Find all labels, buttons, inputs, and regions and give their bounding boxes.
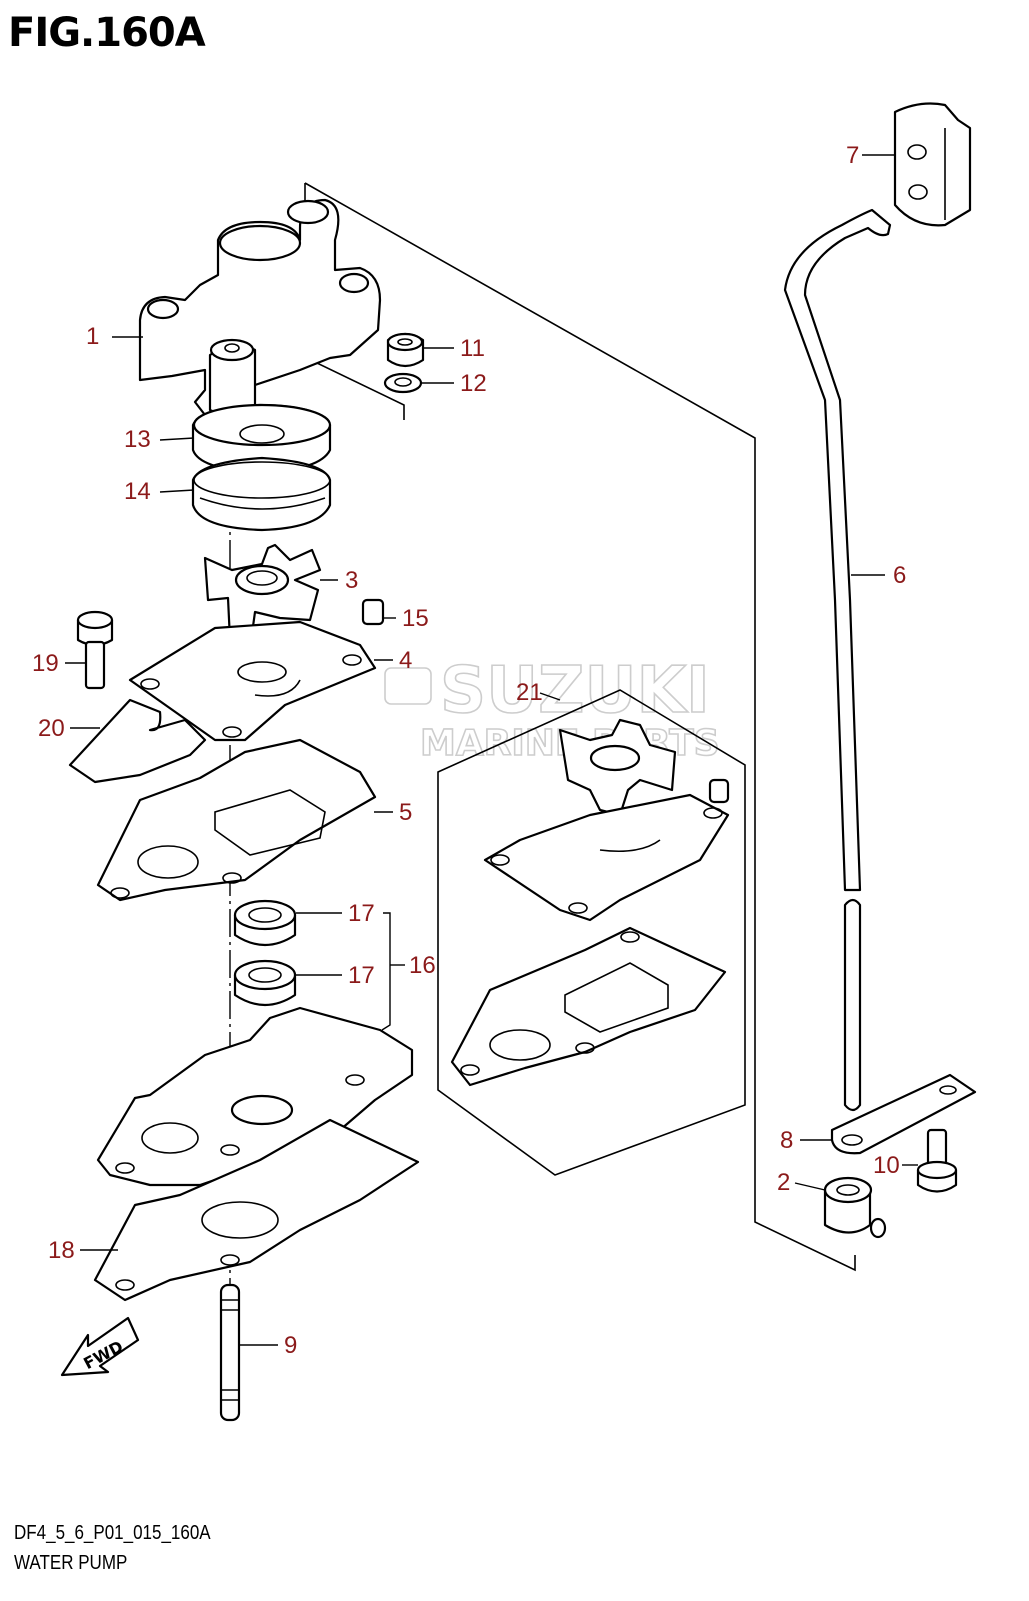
callout-10: 10 — [873, 1152, 900, 1179]
watermark-logo-icon — [384, 667, 432, 705]
callout-12: 12 — [460, 370, 487, 397]
callout-20: 20 — [38, 715, 65, 742]
callout-17-lower: 17 — [348, 962, 375, 989]
callout-21: 21 — [516, 679, 543, 706]
leader-lines — [65, 154, 918, 1346]
callout-1: 1 — [86, 323, 99, 350]
callout-14: 14 — [124, 478, 151, 505]
grommet — [893, 102, 972, 227]
callout-5: 5 — [399, 799, 412, 826]
tube-clamp-plate — [830, 1073, 977, 1155]
diagram-code: DF4_5_6_P01_015_160A — [14, 1522, 211, 1544]
callout-6: 6 — [893, 562, 906, 589]
clamp-bolt — [916, 1128, 958, 1193]
callout-3: 3 — [345, 567, 358, 594]
impeller-key — [361, 598, 385, 626]
callout-18: 18 — [48, 1237, 75, 1264]
diagram-name: WATER PUMP — [14, 1552, 128, 1574]
washer — [383, 372, 423, 394]
callout-11: 11 — [460, 335, 485, 362]
callout-8: 8 — [780, 1127, 793, 1154]
callout-19: 19 — [32, 650, 59, 677]
callout-2: 2 — [777, 1169, 790, 1196]
callout-16: 16 — [409, 952, 436, 979]
watermark-brand: SUZUKI — [440, 654, 710, 728]
impeller — [203, 543, 322, 650]
callout-9: 9 — [284, 1332, 297, 1359]
oil-seal-upper — [233, 899, 297, 946]
callout-17-upper: 17 — [348, 900, 375, 927]
pump-case — [138, 198, 382, 417]
oil-seal-lower — [233, 959, 297, 1006]
lower-gasket — [93, 1118, 420, 1302]
pump-case-lower — [96, 1006, 414, 1187]
tube-fitting — [823, 1176, 887, 1239]
fwd-arrow-icon: FWD — [60, 1316, 140, 1377]
impeller-liner — [191, 456, 332, 532]
callout-4: 4 — [399, 647, 412, 674]
water-tube — [783, 208, 892, 1112]
figure-title: FIG.160A — [8, 10, 206, 56]
pump-gasket — [96, 738, 377, 902]
bolt — [76, 610, 114, 690]
callouts: 1 11 12 13 14 3 15 4 19 20 5 17 17 16 18… — [32, 142, 906, 1359]
callout-13: 13 — [124, 426, 151, 453]
gasket-small — [68, 698, 207, 784]
watermark: SUZUKI MARINE PARTS — [384, 653, 720, 765]
callout-15: 15 — [402, 605, 429, 632]
stud-bolt — [219, 1283, 241, 1422]
callout-7: 7 — [846, 142, 859, 169]
repair-kit-box — [437, 689, 746, 1176]
nut — [386, 332, 425, 368]
pump-lower-plate — [128, 620, 377, 742]
